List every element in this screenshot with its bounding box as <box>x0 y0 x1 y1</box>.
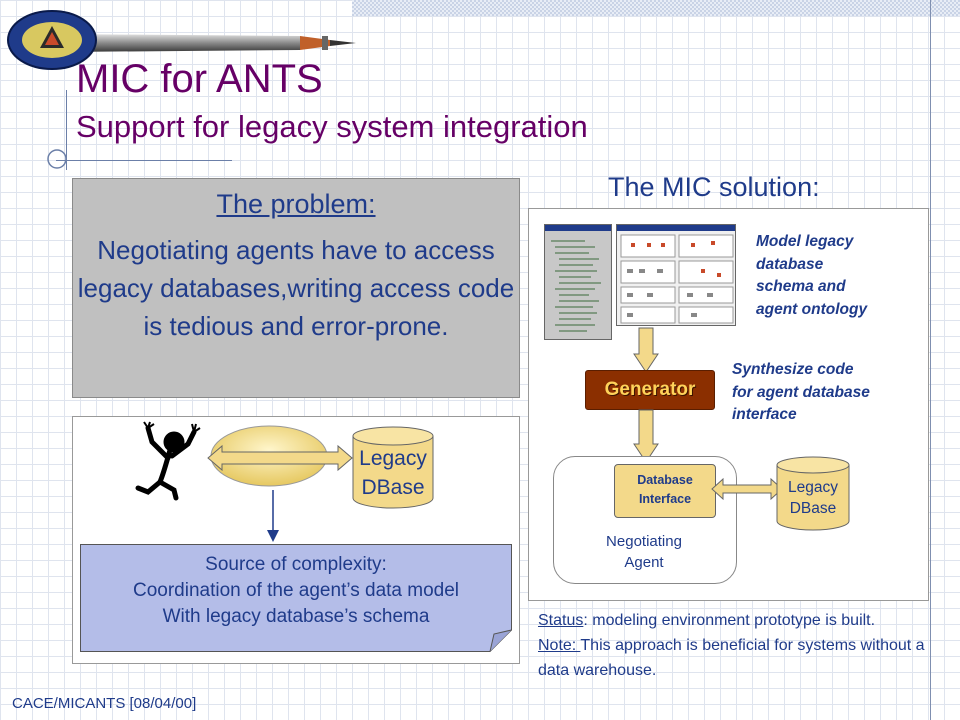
logo-icon <box>7 10 97 70</box>
complexity-note-shape <box>80 544 512 652</box>
stick-figure-icon <box>135 421 201 501</box>
legacy-label-line2: DBase <box>361 476 425 499</box>
model-note-line1: Model legacy <box>756 233 854 250</box>
generator-box: Generator <box>585 370 715 410</box>
down-arrow-icon <box>633 409 659 463</box>
legacy-right-line2: DBase <box>789 500 837 517</box>
synth-note-line3: interface <box>732 406 797 423</box>
mic-solution-heading: The MIC solution: <box>608 172 820 202</box>
model-diagram-screenshot <box>616 224 736 326</box>
model-note-line2: database <box>756 255 824 273</box>
complexity-line1: Source of complexity: <box>205 554 387 575</box>
note-text: This approach is beneficial for systems … <box>538 637 925 679</box>
synthesize-note: Synthesize code for agent database inter… <box>732 359 870 427</box>
legacy-dbase-label-right: Legacy DBase <box>776 477 850 519</box>
pen-icon <box>60 34 356 52</box>
model-legacy-note: Model legacy database schema and agent o… <box>756 231 867 321</box>
down-arrow-icon <box>267 490 279 542</box>
db-interface-line1: Database <box>637 473 693 487</box>
negotiating-agent-label: Negotiating Agent <box>588 531 700 573</box>
model-note-line3: schema and <box>756 278 846 295</box>
complexity-text: Source of complexity: Coordination of th… <box>80 552 512 630</box>
footer-label: CACE/MICANTS [08/04/00] <box>12 695 197 712</box>
agent-line1: Negotiating <box>606 533 682 550</box>
legacy-dbase-cylinder <box>352 426 434 509</box>
double-arrow-icon <box>207 444 353 472</box>
legacy-dbase-cylinder-right <box>776 456 850 531</box>
database-interface-box: Database Interface <box>614 464 716 518</box>
top-pattern-band <box>352 0 960 16</box>
model-tree-screenshot <box>544 224 612 340</box>
legacy-dbase-label: Legacy DBase <box>352 444 434 502</box>
status-label: Status <box>538 612 584 629</box>
down-arrow-icon <box>633 327 659 373</box>
problem-body: Negotiating agents have to access legacy… <box>77 235 515 341</box>
slide-title: MIC for ANTS <box>76 57 323 101</box>
title-side-line <box>66 90 67 170</box>
problem-box: The problem: Negotiating agents have to … <box>72 178 520 398</box>
legacy-right-line1: Legacy <box>788 479 838 496</box>
slide-subtitle: Support for legacy system integration <box>76 109 588 144</box>
legacy-label-line1: Legacy <box>359 447 427 470</box>
model-note-line4: agent ontology <box>756 300 868 318</box>
title-underline <box>56 160 232 161</box>
complexity-note: Source of complexity: Coordination of th… <box>80 544 512 652</box>
status-block: Status: modeling environment prototype i… <box>538 608 930 683</box>
agent-line2: Agent <box>624 554 664 571</box>
synth-note-line2: for agent database <box>732 383 870 401</box>
complexity-line2: Coordination of the agent’s data model <box>132 580 460 601</box>
synth-note-line1: Synthesize code <box>732 361 854 378</box>
status-text: : modeling environment prototype is buil… <box>583 612 876 629</box>
double-arrow-icon <box>711 477 783 501</box>
problem-heading: The problem: <box>216 189 376 219</box>
db-interface-line2: Interface <box>638 492 692 506</box>
note-label: Note: <box>538 637 581 654</box>
complexity-line3: With legacy database’s schema <box>162 606 430 627</box>
right-guide-line <box>930 0 931 720</box>
